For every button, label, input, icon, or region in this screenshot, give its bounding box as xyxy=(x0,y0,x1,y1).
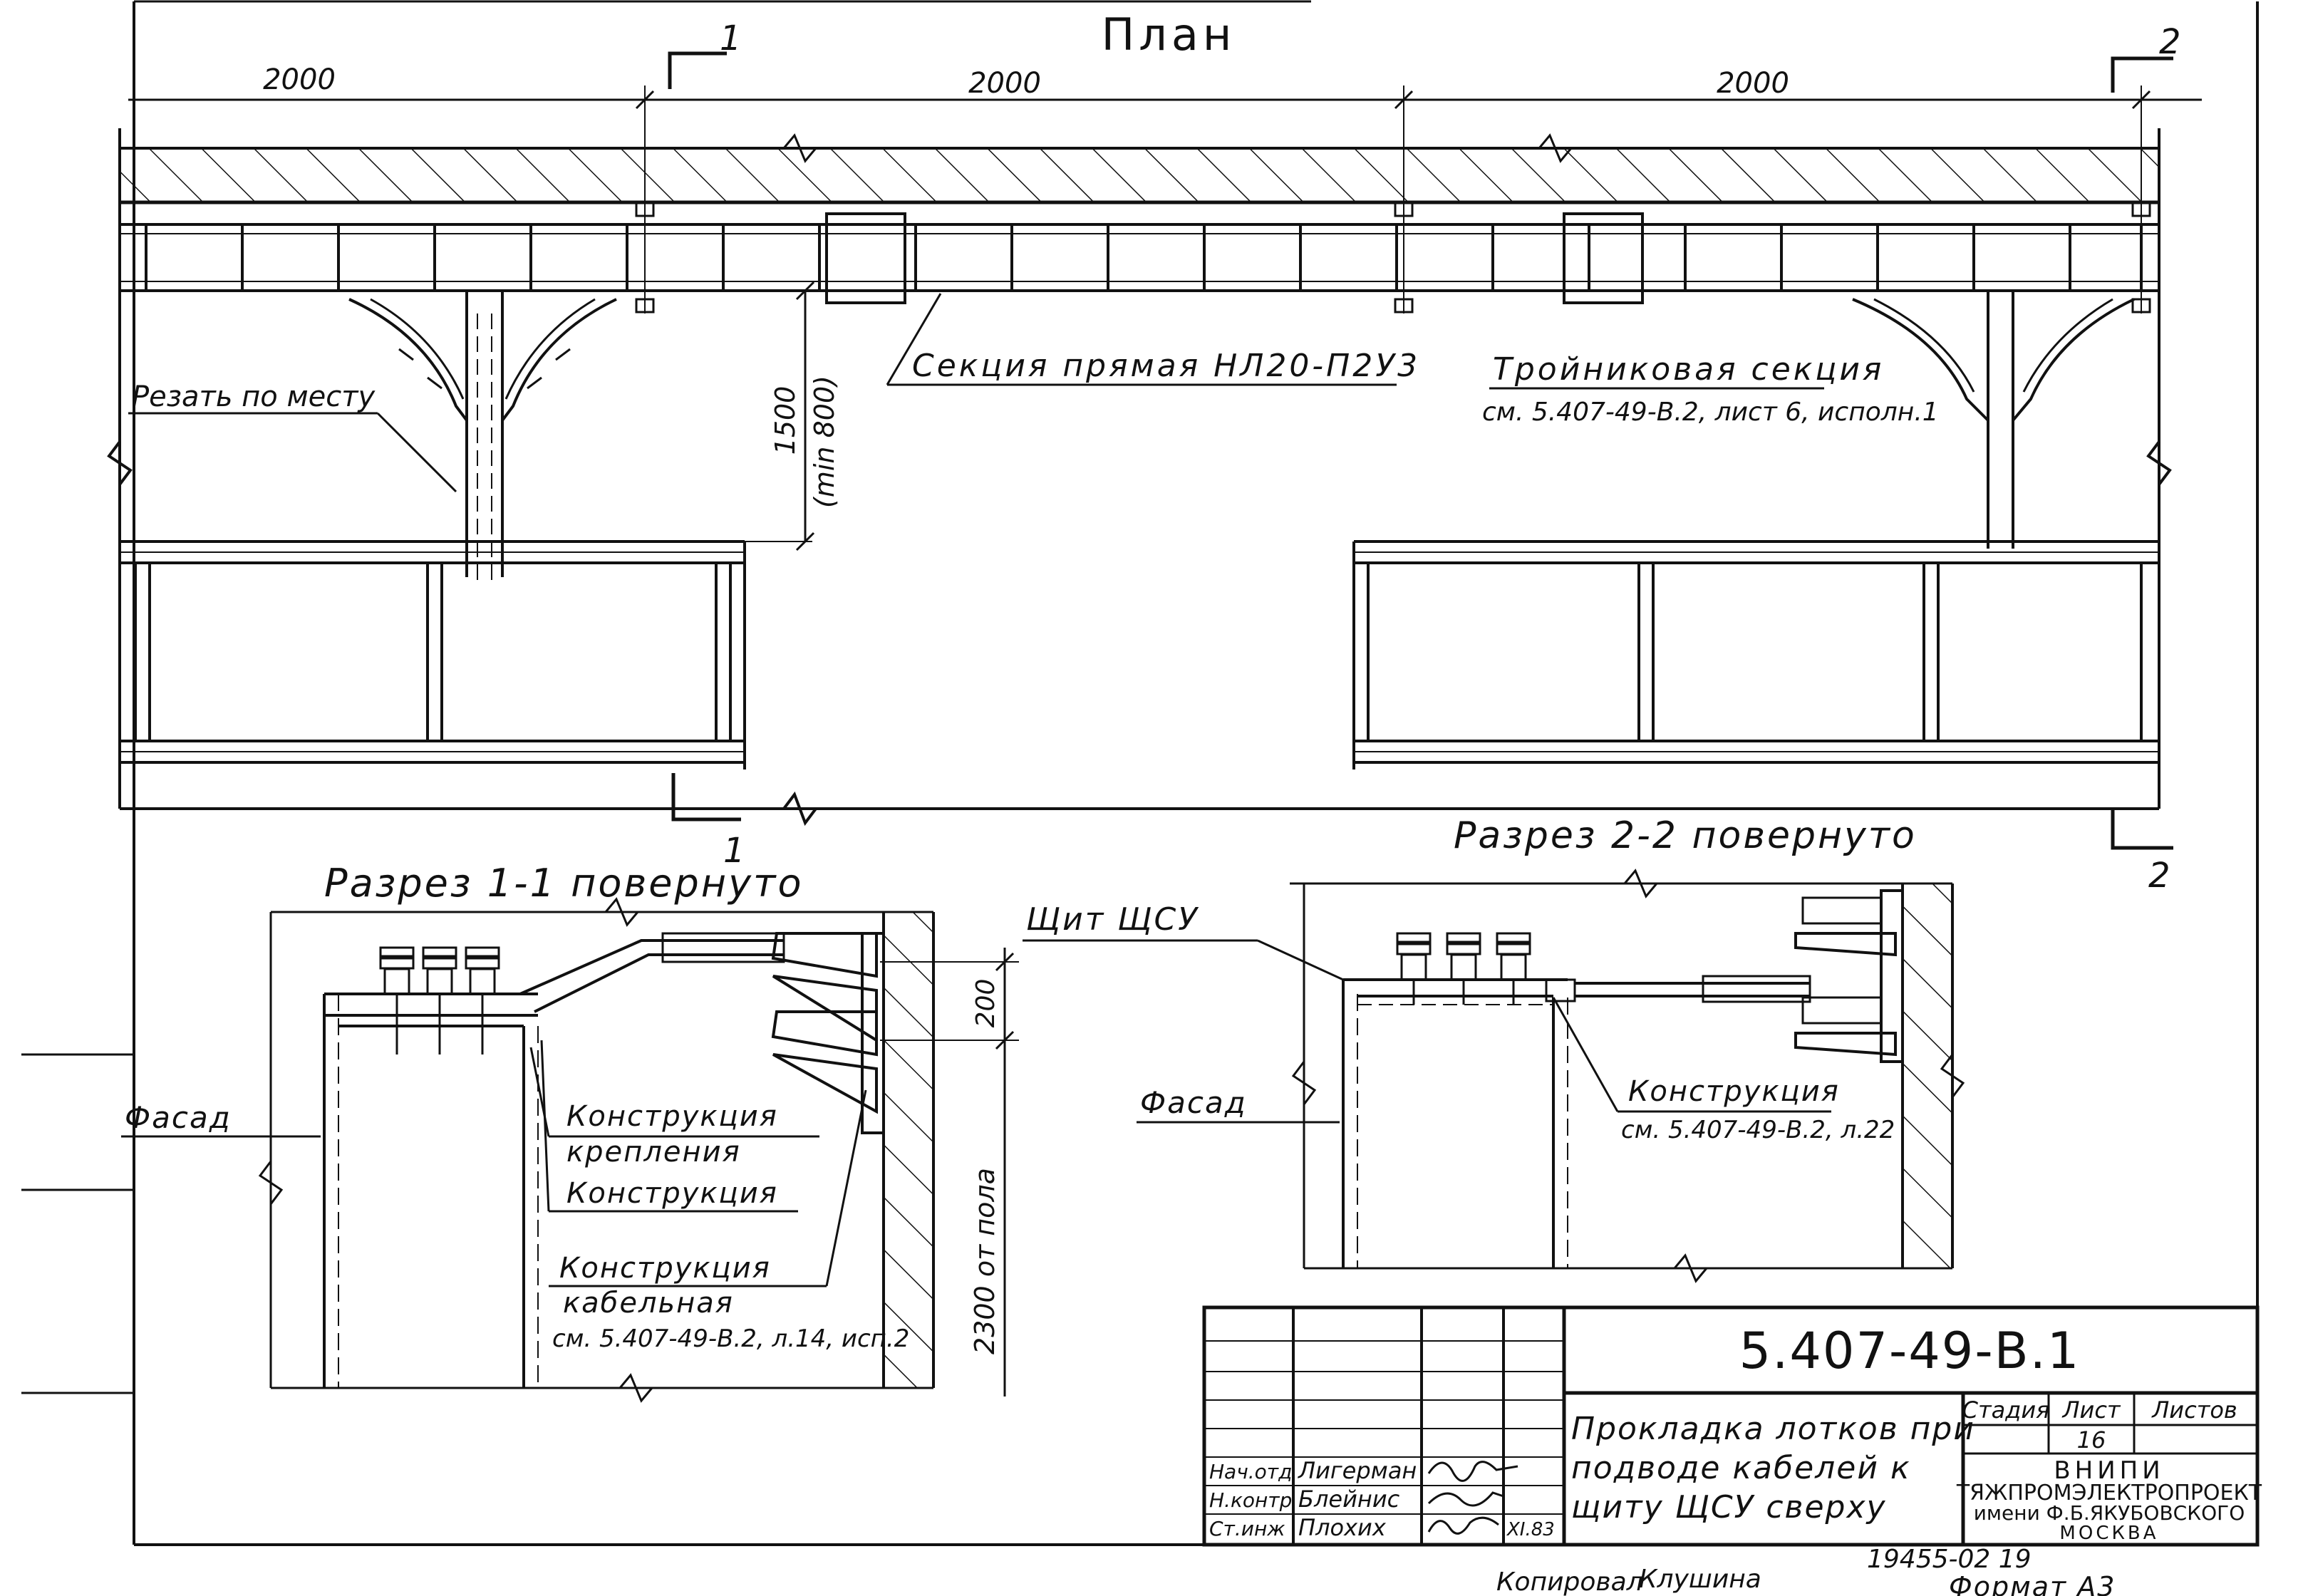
col-stage: Стадия xyxy=(1962,1396,2050,1424)
footer-copier: Клушина xyxy=(1639,1565,1761,1594)
plan-annotations: Резать по месту Секция прямая НЛ20-П2У3 … xyxy=(128,281,1939,551)
role-norm-control: Н.контр xyxy=(1209,1488,1292,1512)
org-line-3: имени Ф.Б.ЯКУБОВСКОГО xyxy=(1974,1501,2245,1525)
section-2-annotations: Фасад Конструкция см. 5.407-49-В.2, л.22 xyxy=(1137,997,1895,1144)
section-1-annotations: Фасад Конструкция крепления Конструкция … xyxy=(121,901,1344,1396)
section-marker-2-bottom: 2 xyxy=(2111,809,2173,896)
plan-view: План 2000 2000 2000 1 1 2 xyxy=(107,9,2202,896)
description-line-3: щиту ЩСУ сверху xyxy=(1571,1489,1887,1525)
section-1-view: Разрез 1-1 повернуто xyxy=(121,861,1344,1403)
section-1-wall xyxy=(882,912,935,1388)
section-marker-2-top: 2 xyxy=(2111,22,2181,93)
col-sheet: Лист xyxy=(2061,1396,2121,1424)
s1-label-cable-1: Конструкция xyxy=(559,1252,771,1285)
plan-lower-left-frame xyxy=(120,540,746,770)
s2-label-ref: см. 5.407-49-В.2, л.22 xyxy=(1621,1116,1895,1144)
plan-dim-middle: 2000 xyxy=(968,67,1041,100)
name-head-of-dept: Лигерман xyxy=(1298,1457,1417,1484)
s2-label-construction: Конструкция xyxy=(1628,1075,1840,1108)
s1-dim-200: 200 xyxy=(971,979,1000,1028)
section-2-top-label: 2 xyxy=(2159,22,2181,62)
s1-label-mount-2: крепления xyxy=(566,1136,741,1168)
plan-right-branch xyxy=(1852,291,2135,549)
drawing-code: 5.407-49-В.1 xyxy=(1739,1322,2081,1380)
section-1-title: Разрез 1-1 повернуто xyxy=(324,861,804,906)
section-marker-1-bottom: 1 xyxy=(671,773,745,871)
label-tee-ref: см. 5.407-49-В.2, лист 6, исполн.1 xyxy=(1482,398,1939,427)
s1-label-facade: Фасад xyxy=(125,1100,232,1135)
plan-outline xyxy=(107,128,2172,826)
section-2-outline xyxy=(1290,869,1965,1283)
name-senior-engineer: Плохих xyxy=(1298,1514,1387,1541)
title-block: 5.407-49-В.1 Прокладка лотков при подвод… xyxy=(1202,1305,2262,1547)
section-1-panel xyxy=(323,932,885,1388)
s1-label-cable-ref: см. 5.407-49-В.2, л.14, исп.2 xyxy=(552,1325,909,1353)
role-head-of-dept: Нач.отд xyxy=(1209,1460,1292,1483)
sign-date: XI.83 xyxy=(1506,1519,1555,1540)
name-norm-control: Блейнис xyxy=(1298,1486,1400,1513)
section-2-title: Разрез 2-2 повернуто xyxy=(1454,814,1917,857)
plan-wall-strip xyxy=(120,133,2159,204)
signature-1 xyxy=(1427,1461,1518,1482)
signature-2 xyxy=(1427,1491,1504,1507)
plan-title: План xyxy=(1102,9,1236,61)
plan-cable-tray xyxy=(120,202,2159,314)
role-senior-engineer: Ст.инж xyxy=(1209,1517,1285,1540)
label-cut-in-place: Резать по месту xyxy=(132,380,376,413)
signature-3 xyxy=(1427,1516,1499,1535)
footer-inventory: 19455-02 19 xyxy=(1867,1545,2032,1574)
s1-label-cable-2: кабельная xyxy=(563,1287,734,1320)
s2-label-facade: Фасад xyxy=(1140,1085,1247,1120)
label-panel-shsu: Щит ЩСУ xyxy=(1026,901,1199,938)
plan-dim-left: 2000 xyxy=(263,63,336,96)
sheet-footer: Копировал Клушина 19455-02 19 Формат А3 xyxy=(1496,1545,2116,1596)
section-2-wall xyxy=(1901,884,1954,1268)
label-straight-section: Секция прямая НЛ20-П2У3 xyxy=(912,348,1420,384)
org-line-2: ТЯЖПРОМЭЛЕКТРОПРОЕКТ xyxy=(1956,1481,2262,1506)
section-1-bottom-label: 1 xyxy=(723,831,745,871)
org-line-4: МОСКВА xyxy=(2059,1523,2158,1544)
label-tee-section: Тройниковая секция xyxy=(1493,351,1884,388)
section-2-panel xyxy=(1342,889,1904,1268)
org-line-1: ВНИПИ xyxy=(2054,1456,2164,1485)
sheet-number: 16 xyxy=(2077,1426,2106,1454)
description-line-2: подводе кабелей к xyxy=(1571,1450,1911,1486)
col-sheets: Листов xyxy=(2151,1396,2237,1424)
s1-dim-floor: 2300 от пола xyxy=(969,1168,1000,1354)
section-1-top-label: 1 xyxy=(720,19,742,58)
plan-dimension-chain: 2000 2000 2000 xyxy=(128,63,2202,314)
label-dim-min-800: (min 800) xyxy=(809,375,840,508)
description-line-1: Прокладка лотков при xyxy=(1571,1411,1975,1447)
section-2-bottom-label: 2 xyxy=(2148,856,2170,896)
s1-label-mount-1: Конструкция xyxy=(566,1100,778,1133)
sheet-frame xyxy=(21,0,2259,1546)
plan-lower-right-frame xyxy=(1352,540,2159,770)
plan-dim-right: 2000 xyxy=(1717,67,1789,100)
section-marker-1-top: 1 xyxy=(668,19,742,89)
footer-format: Формат А3 xyxy=(1949,1571,2116,1596)
footer-copied: Копировал xyxy=(1496,1568,1643,1596)
plan-left-branch xyxy=(348,291,617,584)
s1-label-construction: Конструкция xyxy=(566,1177,778,1210)
section-1-outline xyxy=(258,897,933,1403)
section-2-view: Разрез 2-2 повернуто xyxy=(1137,814,1965,1283)
label-dim-1500: 1500 xyxy=(770,386,801,455)
